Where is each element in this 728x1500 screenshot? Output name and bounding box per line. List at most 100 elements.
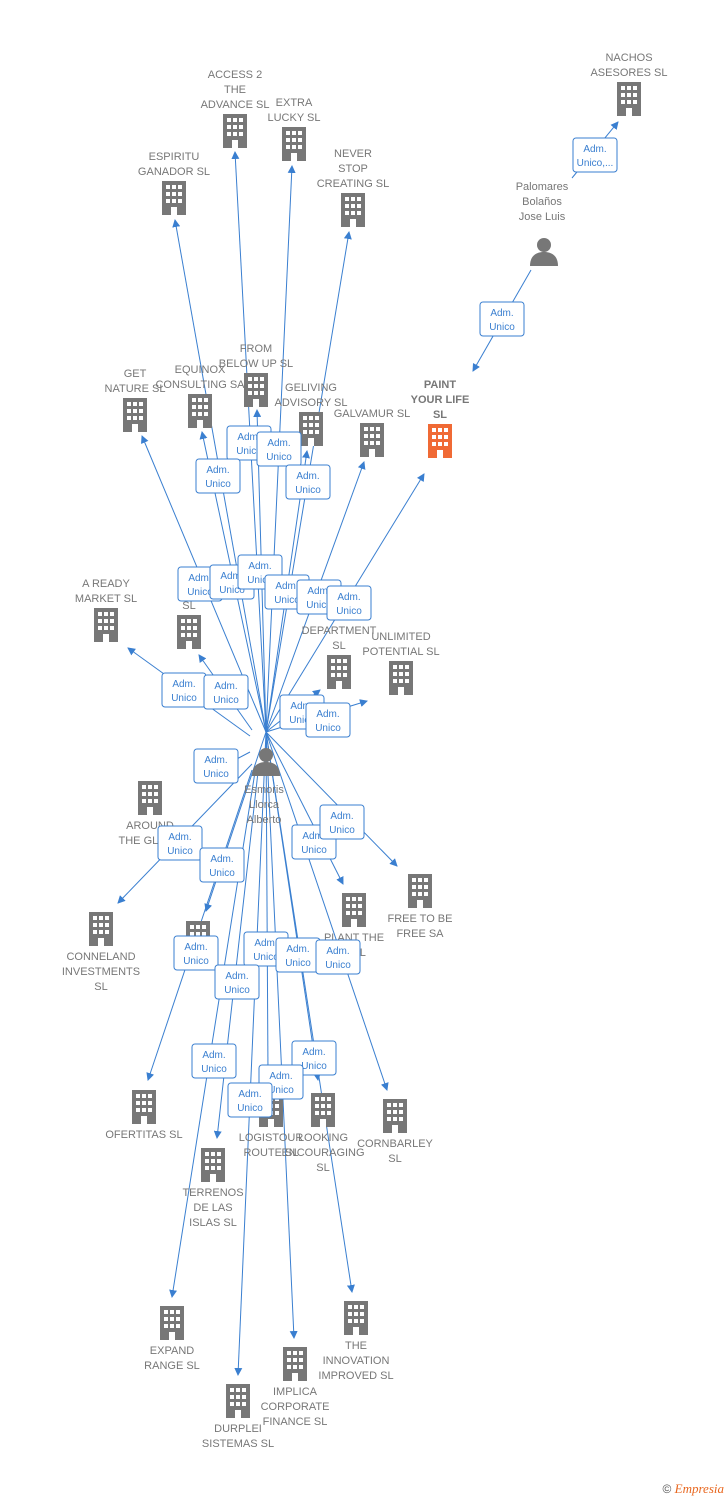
- edge-label-box[interactable]: [203, 674, 249, 710]
- edge-label-line: Adm.: [326, 946, 349, 957]
- edge-label-esmoris-terrenos[interactable]: Adm.Unico: [214, 964, 260, 1000]
- edge-label-line: Adm.: [316, 709, 339, 720]
- edge-label-box[interactable]: [305, 702, 351, 738]
- company-label: FROM: [240, 343, 272, 355]
- edge-label-line: Unico: [274, 595, 300, 606]
- company-label: ROUTE SL: [243, 1147, 298, 1159]
- edge-label-box[interactable]: [157, 825, 203, 861]
- person-label: Esmoris: [244, 784, 284, 796]
- edge-label-line: Unico: [289, 715, 315, 726]
- edge-label-box[interactable]: [315, 939, 361, 975]
- edge-label-box[interactable]: [193, 748, 239, 784]
- edge-label-esmoris-ofertitas[interactable]: Adm. Unico: [173, 935, 219, 971]
- company-node-ofertitas[interactable]: OFERTITAS SL: [105, 1090, 183, 1141]
- edge-label-esmoris-aroundglobe[interactable]: Adm.Unico: [193, 748, 239, 784]
- building-icon: [617, 82, 641, 116]
- edge-label-box[interactable]: [319, 804, 365, 840]
- building-icon-highlighted: [428, 424, 452, 458]
- company-label: ACCESS 2: [208, 69, 262, 81]
- edge-label-box[interactable]: [256, 431, 302, 467]
- building-icon: [342, 893, 366, 927]
- edge-label-line: Adm.: [302, 831, 325, 842]
- edge-label-line: Unico: [336, 606, 362, 617]
- edge-label-line: Unico: [187, 587, 213, 598]
- edge-label-line: Unico: [266, 452, 292, 463]
- edge-label-esmoris-ever[interactable]: Adm.Unico: [199, 847, 245, 883]
- edge-label-esmoris-espiritu[interactable]: Adm.Unico: [195, 458, 241, 494]
- edge-label-esmoris-looking[interactable]: Adm.Unico: [275, 937, 321, 973]
- edge-label-box[interactable]: [195, 458, 241, 494]
- edge-label-line: Unico: [237, 1103, 263, 1114]
- edge-label-line: Unico: [203, 769, 229, 780]
- edge-esmoris-implica: [265, 731, 298, 1339]
- edge-label-box[interactable]: [191, 1043, 237, 1079]
- edge-label-box[interactable]: [326, 585, 372, 621]
- edge-label-box[interactable]: [227, 1082, 273, 1118]
- company-label: EQUINOX: [175, 364, 226, 376]
- edge-label-box[interactable]: [173, 935, 219, 971]
- company-node-galvamur[interactable]: GALVAMUR SL: [334, 408, 411, 457]
- edge-label-palomares-nachos[interactable]: Adm.Unico,...: [572, 137, 618, 173]
- edge-label-line: Unico: [167, 846, 193, 857]
- edge-label-box[interactable]: [214, 964, 260, 1000]
- edge-label-esmoris-cornbarley[interactable]: Adm.Unico: [315, 939, 361, 975]
- edge-label-line: Adm.: [220, 571, 243, 582]
- company-label: NEVER: [334, 148, 372, 160]
- company-label: UNLIMITED: [371, 631, 430, 643]
- building-icon: [299, 412, 323, 446]
- company-label: LOOKING: [298, 1132, 348, 1144]
- company-label: SISTEMAS SL: [202, 1438, 274, 1450]
- edge-label-esmoris-expand[interactable]: Adm.Unico: [191, 1043, 237, 1079]
- edge-label-esmoris-durplei[interactable]: Adm.Unico: [227, 1082, 273, 1118]
- edge-label-esmoris-extralucky[interactable]: Adm.Unico: [256, 431, 302, 467]
- edge-label-esmoris-conneland[interactable]: Adm.Unico: [157, 825, 203, 861]
- edge-label-palomares-paint[interactable]: Adm.Unico: [479, 301, 525, 337]
- company-label: SL: [332, 640, 345, 652]
- edge-label-line: Unico: [183, 956, 209, 967]
- edge-label-esmoris-occha[interactable]: Adm.Unico: [203, 674, 249, 710]
- edge-label-line: Unico: [224, 985, 250, 996]
- edge-label-esmoris-aready[interactable]: Adm.Unico: [161, 672, 207, 708]
- edge-label-esmoris-neverstop[interactable]: Adm.Unico: [285, 464, 331, 500]
- edge-label-box[interactable]: [479, 301, 525, 337]
- company-label: NACHOS: [605, 52, 652, 64]
- edge-label-box[interactable]: [285, 464, 331, 500]
- edge-label-line: Adm.: [202, 1050, 225, 1061]
- edge-label-line: Adm.: [184, 942, 207, 953]
- edge-label-esmoris-unlimited[interactable]: Adm.Unico: [305, 702, 351, 738]
- copyright-footer[interactable]: © Empresia: [662, 1481, 724, 1497]
- building-icon: [244, 373, 268, 407]
- edge-label-box[interactable]: [572, 137, 618, 173]
- edge-label-box[interactable]: [199, 847, 245, 883]
- company-label: FREE TO BE: [387, 913, 452, 925]
- brand-logo: Empresia: [674, 1481, 724, 1496]
- edge-label-esmoris-freetobe[interactable]: Adm.Unico: [319, 804, 365, 840]
- company-label: THE: [224, 84, 246, 96]
- edge-label-esmoris-paint[interactable]: Adm.Unico: [326, 585, 372, 621]
